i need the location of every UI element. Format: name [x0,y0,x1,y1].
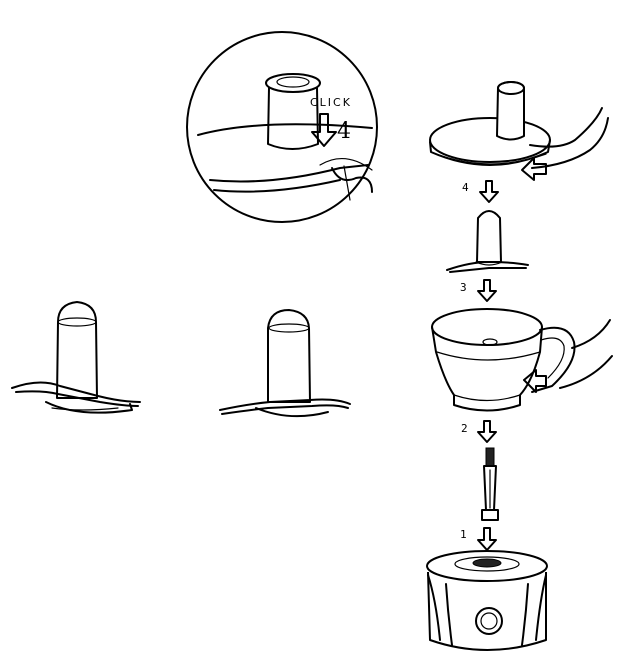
step-4-marker: 4 [462,180,499,203]
power-knob-icon [475,607,503,635]
detail-step-number: 4 [337,119,351,144]
step-1-label: 1 [460,528,467,541]
step-2-marker: 2 [461,420,497,443]
down-arrow-icon [477,279,497,302]
click-arrow-icon [311,113,337,147]
medium-blade-center [219,309,351,418]
down-arrow-icon [479,180,499,203]
step-3-label: 3 [460,281,467,294]
processing-bowl [431,308,613,412]
small-blade [446,210,529,273]
large-blade-left [11,301,141,414]
down-arrow-icon [477,420,497,443]
step-4-label: 4 [462,181,469,194]
step-2-label: 2 [461,422,468,435]
motor-base [426,550,548,651]
step-3-marker: 3 [460,279,497,302]
step-1-marker: 1 [460,527,497,551]
down-arrow-icon [477,527,497,551]
click-label: CLICK [310,96,352,109]
detail-feed-tube [265,73,321,150]
lid-with-feed-tube [429,81,609,181]
detail-zoom-circle: CLICK 4 [186,31,378,223]
spindle-shaft [481,447,499,521]
